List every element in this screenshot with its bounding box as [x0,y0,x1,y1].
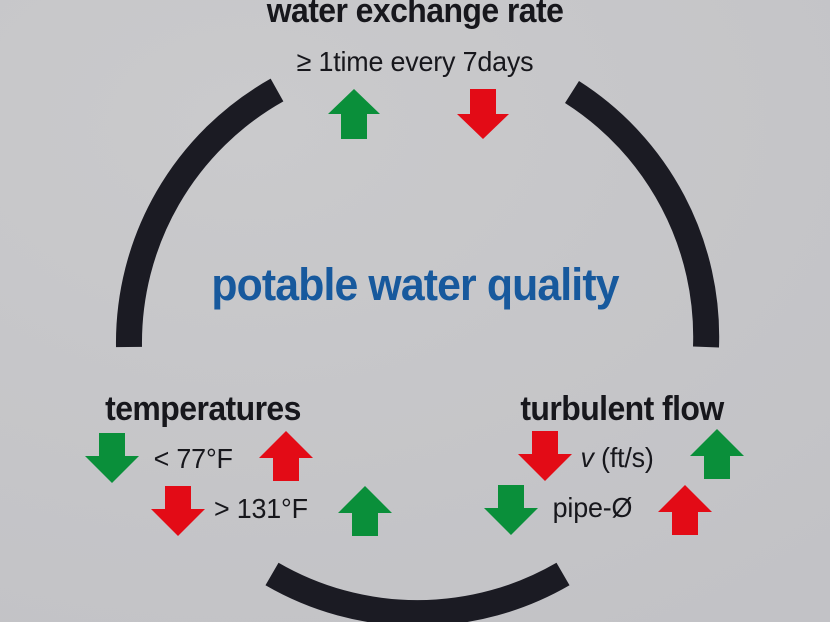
arrow-up-icon [328,89,380,139]
arrow-down-icon [85,433,139,483]
arrow-down-icon [518,431,572,481]
right-factor-row-0-label-unit: (ft/s) [593,442,654,473]
right-factor-row-1-label: pipe-Ø [553,494,633,522]
right-factor-row-0-label-symbol: v [580,442,594,473]
arrow-down-icon [484,485,538,535]
top-factor-arrow-up [327,88,381,140]
left-factor-row-1-label: > 131°F [213,493,308,524]
right-factor-row-1-right-arrow [657,484,713,536]
arc-bottom [265,562,570,622]
right-factor-heading: turbulent flow [520,390,724,428]
top-factor-arrow-down [456,88,510,140]
left-factor-heading: temperatures [105,390,301,428]
arrow-down-icon [457,89,509,139]
center-title: potable water quality [211,259,619,310]
arrow-up-icon [690,429,744,479]
right-factor-row-0-left-arrow [517,430,573,482]
right-factor-row-0-right-arrow [689,428,745,480]
arrow-down-icon [151,486,205,536]
right-factor-row-1-left-arrow [483,484,539,536]
top-factor-condition: ≥ 1time every 7days [296,46,534,77]
left-factor-row-1-left-arrow [150,485,206,537]
arrow-up-icon [658,485,712,535]
arrow-up-icon [259,431,313,481]
left-factor-row-1-right-arrow [337,485,393,537]
left-factor-row-0-label: < 77°F [153,443,233,474]
top-factor-heading: water exchange rate [266,0,564,30]
right-factor-row-1-label-unit: pipe-Ø [552,492,633,523]
left-factor-row-0-right-arrow [258,430,314,482]
right-factor-row-0-label: v (ft/s) [581,444,654,472]
arrow-up-icon [338,486,392,536]
left-factor-row-0-left-arrow [84,432,140,484]
